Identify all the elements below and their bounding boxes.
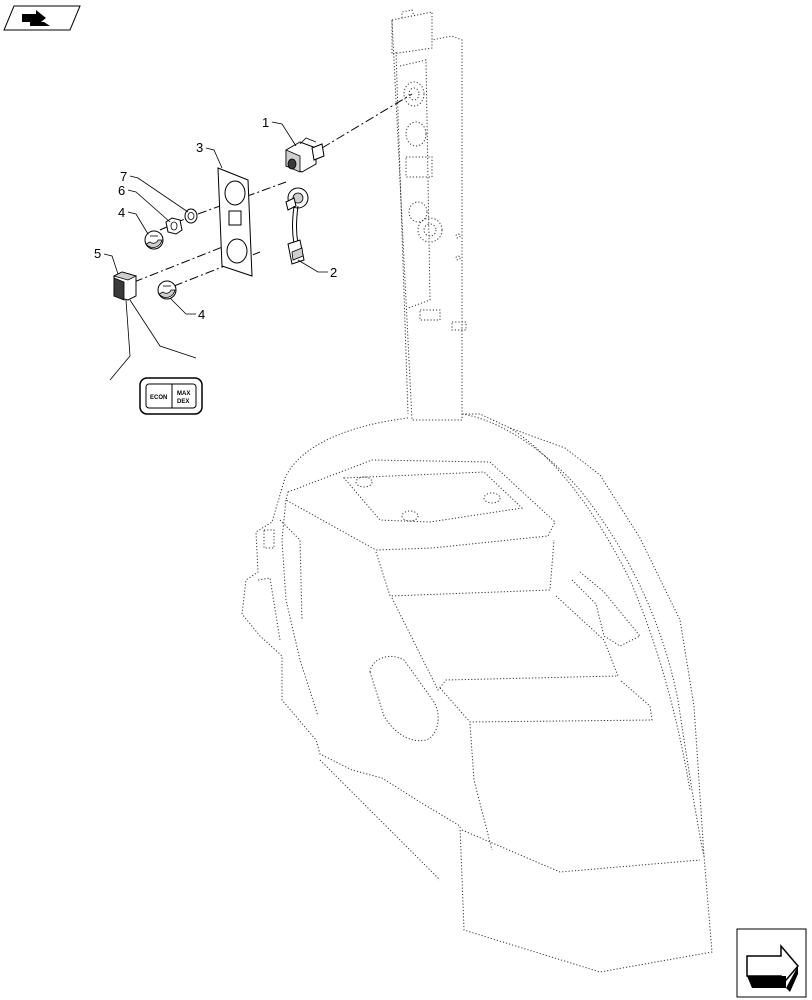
callout-3: 3 [196,140,203,155]
dex-label: DEX [177,399,189,405]
assembly-lines [133,93,413,287]
callout-5: 5 [94,246,101,261]
callout-1: 1 [262,115,269,130]
callout-7: 7 [120,169,127,184]
part-2-harness[interactable] [285,187,309,265]
callout-labels: 1 2 3 4 4 5 6 7 [94,115,337,322]
switch-face-detail[interactable]: ECON MAX DEX [139,377,203,415]
fender-outline [241,413,713,973]
book-arrow-icon[interactable] [3,5,81,31]
next-page-arrow-icon[interactable] [736,928,807,998]
part-4-knob-upper[interactable] [144,230,164,250]
callout-6: 6 [118,183,125,198]
callout-4-lower: 4 [198,307,205,322]
max-label: MAX [177,391,190,397]
part-5-rocker-switch[interactable] [112,271,138,301]
part-3-bezel[interactable] [217,167,253,277]
part-7-washer[interactable] [184,208,198,224]
leader-lines [103,121,328,381]
pillar-outline [391,9,467,421]
econ-label: ECON [150,395,167,401]
callout-2: 2 [330,265,337,280]
part-4-knob-lower[interactable] [157,280,177,300]
callout-4-upper: 4 [118,205,125,220]
part-1-switch[interactable] [285,137,325,173]
